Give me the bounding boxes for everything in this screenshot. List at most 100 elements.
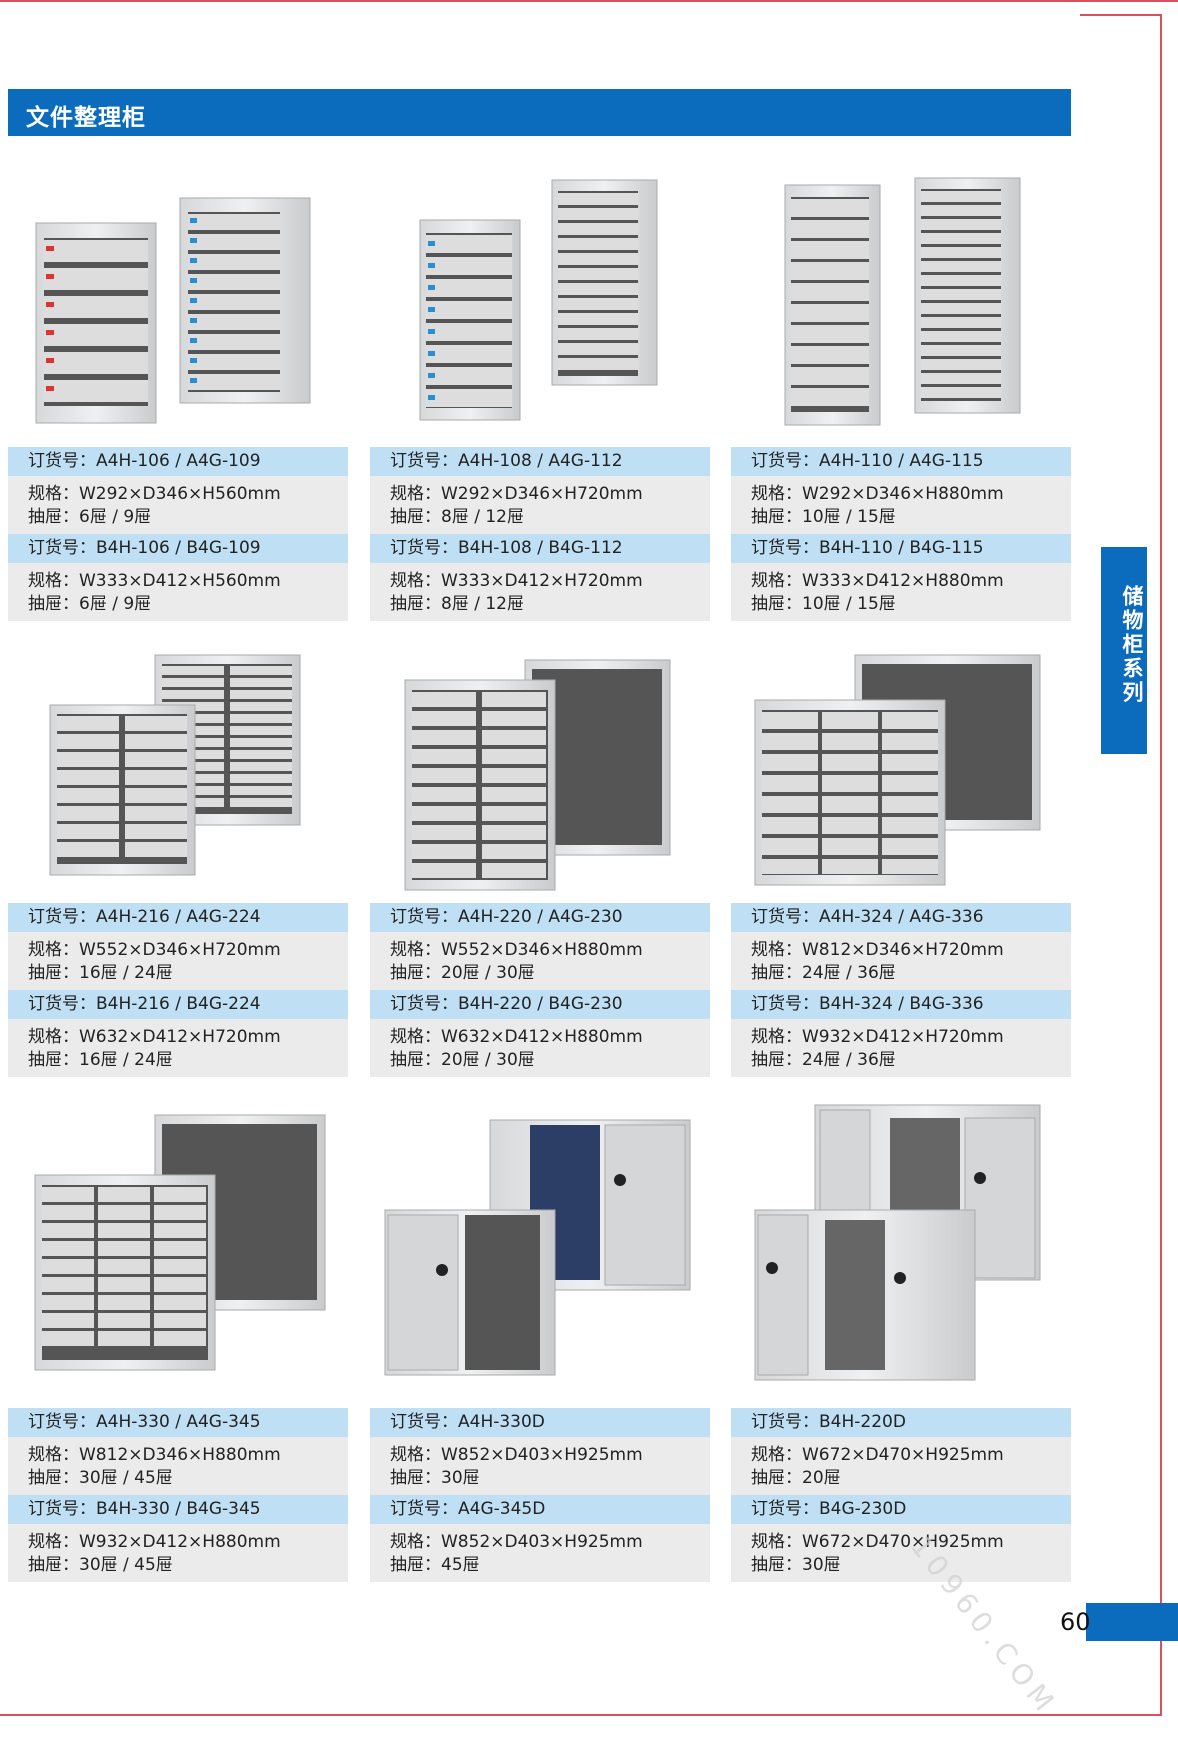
spec-box: 规格：W812×D346×H720mm 抽屉：24屉 / 36屉 xyxy=(731,932,1071,990)
page-number: 60 xyxy=(1060,1608,1091,1636)
spec-size: 规格：W552×D346×H720mm xyxy=(28,940,281,960)
side-category-tab[interactable]: 储物柜系列 xyxy=(1101,547,1147,754)
spec-box: 规格：W333×D412×H720mm 抽屉：8屉 / 12屉 xyxy=(370,563,710,621)
spec-size: 规格：W292×D346×H720mm xyxy=(390,484,643,504)
frame-right-line xyxy=(1160,14,1162,1714)
spec-drawers: 抽屉：6屉 / 9屉 xyxy=(28,507,152,527)
frame-tick xyxy=(1080,14,1162,16)
section-title-bar: 文件整理柜 xyxy=(8,89,1071,136)
order-number: 订货号：B4H-108 / B4G-112 xyxy=(370,534,710,563)
spec-size: 规格：W812×D346×H880mm xyxy=(28,1445,281,1465)
product-image-cabinet-pair-8-12 xyxy=(419,179,658,421)
frame-top-line xyxy=(0,0,1178,2)
spec-drawers: 抽屉：10屉 / 15屉 xyxy=(751,507,896,527)
order-number: 订货号：A4H-330D xyxy=(370,1408,710,1437)
product-image-cabinet-pair-6-9 xyxy=(35,197,311,424)
product-info-3: 订货号：A4H-110 / A4G-115 规格：W292×D346×H880m… xyxy=(731,447,1071,621)
side-category-label: 储物柜系列 xyxy=(1120,585,1144,705)
product-image-cabinet-pair-24-36 xyxy=(754,654,1041,886)
spec-box: 规格：W852×D403×H925mm 抽屉：45屉 xyxy=(370,1524,710,1582)
order-number: 订货号：A4H-106 / A4G-109 xyxy=(8,447,348,476)
spec-drawers: 抽屉：20屉 / 30屉 xyxy=(390,1050,535,1070)
order-number: 订货号：A4G-345D xyxy=(370,1495,710,1524)
spec-box: 规格：W852×D403×H925mm 抽屉：30屉 xyxy=(370,1437,710,1495)
spec-box: 规格：W812×D346×H880mm 抽屉：30屉 / 45屉 xyxy=(8,1437,348,1495)
spec-box: 规格：W932×D412×H720mm 抽屉：24屉 / 36屉 xyxy=(731,1019,1071,1077)
product-image-cabinet-pair-16-24 xyxy=(49,654,301,876)
spec-box: 规格：W672×D470×H925mm 抽屉：20屉 xyxy=(731,1437,1071,1495)
order-number: 订货号：A4H-330 / A4G-345 xyxy=(8,1408,348,1437)
spec-size: 规格：W292×D346×H880mm xyxy=(751,484,1004,504)
spec-size: 规格：W932×D412×H880mm xyxy=(28,1532,281,1552)
product-image-cabinet-pair-20-30 xyxy=(404,659,671,891)
spec-box: 规格：W333×D412×H560mm 抽屉：6屉 / 9屉 xyxy=(8,563,348,621)
spec-drawers: 抽屉：20屉 xyxy=(751,1468,841,1488)
product-info-6: 订货号：A4H-324 / A4G-336 规格：W812×D346×H720m… xyxy=(731,903,1071,1077)
spec-size: 规格：W632×D412×H880mm xyxy=(390,1027,643,1047)
order-number: 订货号：A4H-108 / A4G-112 xyxy=(370,447,710,476)
product-image-door-cabinet-pair-red xyxy=(754,1104,1041,1381)
product-info-1: 订货号：A4H-106 / A4G-109 规格：W292×D346×H560m… xyxy=(8,447,348,621)
product-info-2: 订货号：A4H-108 / A4G-112 规格：W292×D346×H720m… xyxy=(370,447,710,621)
order-number: 订货号：B4H-324 / B4G-336 xyxy=(731,990,1071,1019)
spec-size: 规格：W333×D412×H560mm xyxy=(28,571,281,591)
spec-box: 规格：W552×D346×H720mm 抽屉：16屉 / 24屉 xyxy=(8,932,348,990)
product-info-8: 订货号：A4H-330D 规格：W852×D403×H925mm 抽屉：30屉 订… xyxy=(370,1408,710,1582)
spec-box: 规格：W632×D412×H880mm 抽屉：20屉 / 30屉 xyxy=(370,1019,710,1077)
spec-size: 规格：W333×D412×H720mm xyxy=(390,571,643,591)
spec-size: 规格：W333×D412×H880mm xyxy=(751,571,1004,591)
product-info-7: 订货号：A4H-330 / A4G-345 规格：W812×D346×H880m… xyxy=(8,1408,348,1582)
spec-box: 规格：W333×D412×H880mm 抽屉：10屉 / 15屉 xyxy=(731,563,1071,621)
spec-drawers: 抽屉：8屉 / 12屉 xyxy=(390,507,524,527)
spec-drawers: 抽屉：6屉 / 9屉 xyxy=(28,594,152,614)
spec-drawers: 抽屉：20屉 / 30屉 xyxy=(390,963,535,983)
order-number: 订货号：B4H-220D xyxy=(731,1408,1071,1437)
order-number: 订货号：B4H-106 / B4G-109 xyxy=(8,534,348,563)
spec-size: 规格：W852×D403×H925mm xyxy=(390,1532,643,1552)
spec-size: 规格：W292×D346×H560mm xyxy=(28,484,281,504)
spec-drawers: 抽屉：16屉 / 24屉 xyxy=(28,963,173,983)
product-image-cabinet-pair-10-15 xyxy=(784,177,1021,426)
spec-box: 规格：W292×D346×H720mm 抽屉：8屉 / 12屉 xyxy=(370,476,710,534)
page-number-tab xyxy=(1086,1603,1178,1641)
spec-size: 规格：W852×D403×H925mm xyxy=(390,1445,643,1465)
spec-drawers: 抽屉：30屉 xyxy=(390,1468,480,1488)
spec-size: 规格：W632×D412×H720mm xyxy=(28,1027,281,1047)
product-info-4: 订货号：A4H-216 / A4G-224 规格：W552×D346×H720m… xyxy=(8,903,348,1077)
section-title: 文件整理柜 xyxy=(26,105,146,131)
order-number: 订货号：B4H-220 / B4G-230 xyxy=(370,990,710,1019)
spec-size: 规格：W812×D346×H720mm xyxy=(751,940,1004,960)
spec-drawers: 抽屉：10屉 / 15屉 xyxy=(751,594,896,614)
spec-drawers: 抽屉：45屉 xyxy=(390,1555,480,1575)
spec-size: 规格：W672×D470×H925mm xyxy=(751,1532,1004,1552)
spec-size: 规格：W672×D470×H925mm xyxy=(751,1445,1004,1465)
spec-drawers: 抽屉：16屉 / 24屉 xyxy=(28,1050,173,1070)
order-number: 订货号：A4H-110 / A4G-115 xyxy=(731,447,1071,476)
product-image-door-cabinet-pair-blue xyxy=(384,1119,691,1376)
order-number: 订货号：B4H-110 / B4G-115 xyxy=(731,534,1071,563)
order-number: 订货号：B4H-330 / B4G-345 xyxy=(8,1495,348,1524)
order-number: 订货号：A4H-324 / A4G-336 xyxy=(731,903,1071,932)
product-info-9: 订货号：B4H-220D 规格：W672×D470×H925mm 抽屉：20屉 订… xyxy=(731,1408,1071,1582)
spec-drawers: 抽屉：24屉 / 36屉 xyxy=(751,1050,896,1070)
spec-drawers: 抽屉：24屉 / 36屉 xyxy=(751,963,896,983)
order-number: 订货号：A4H-220 / A4G-230 xyxy=(370,903,710,932)
spec-drawers: 抽屉：30屉 / 45屉 xyxy=(28,1555,173,1575)
spec-box: 规格：W292×D346×H880mm 抽屉：10屉 / 15屉 xyxy=(731,476,1071,534)
product-image-cabinet-pair-30-45 xyxy=(34,1114,326,1371)
spec-drawers: 抽屉：30屉 xyxy=(751,1555,841,1575)
spec-box: 规格：W932×D412×H880mm 抽屉：30屉 / 45屉 xyxy=(8,1524,348,1582)
spec-size: 规格：W932×D412×H720mm xyxy=(751,1027,1004,1047)
spec-drawers: 抽屉：30屉 / 45屉 xyxy=(28,1468,173,1488)
spec-size: 规格：W552×D346×H880mm xyxy=(390,940,643,960)
spec-box: 规格：W632×D412×H720mm 抽屉：16屉 / 24屉 xyxy=(8,1019,348,1077)
spec-box: 规格：W552×D346×H880mm 抽屉：20屉 / 30屉 xyxy=(370,932,710,990)
frame-bottom-line xyxy=(0,1714,1162,1716)
spec-box: 规格：W292×D346×H560mm 抽屉：6屉 / 9屉 xyxy=(8,476,348,534)
spec-drawers: 抽屉：8屉 / 12屉 xyxy=(390,594,524,614)
spec-box: 规格：W672×D470×H925mm 抽屉：30屉 xyxy=(731,1524,1071,1582)
order-number: 订货号：B4H-216 / B4G-224 xyxy=(8,990,348,1019)
order-number: 订货号：B4G-230D xyxy=(731,1495,1071,1524)
order-number: 订货号：A4H-216 / A4G-224 xyxy=(8,903,348,932)
product-info-5: 订货号：A4H-220 / A4G-230 规格：W552×D346×H880m… xyxy=(370,903,710,1077)
